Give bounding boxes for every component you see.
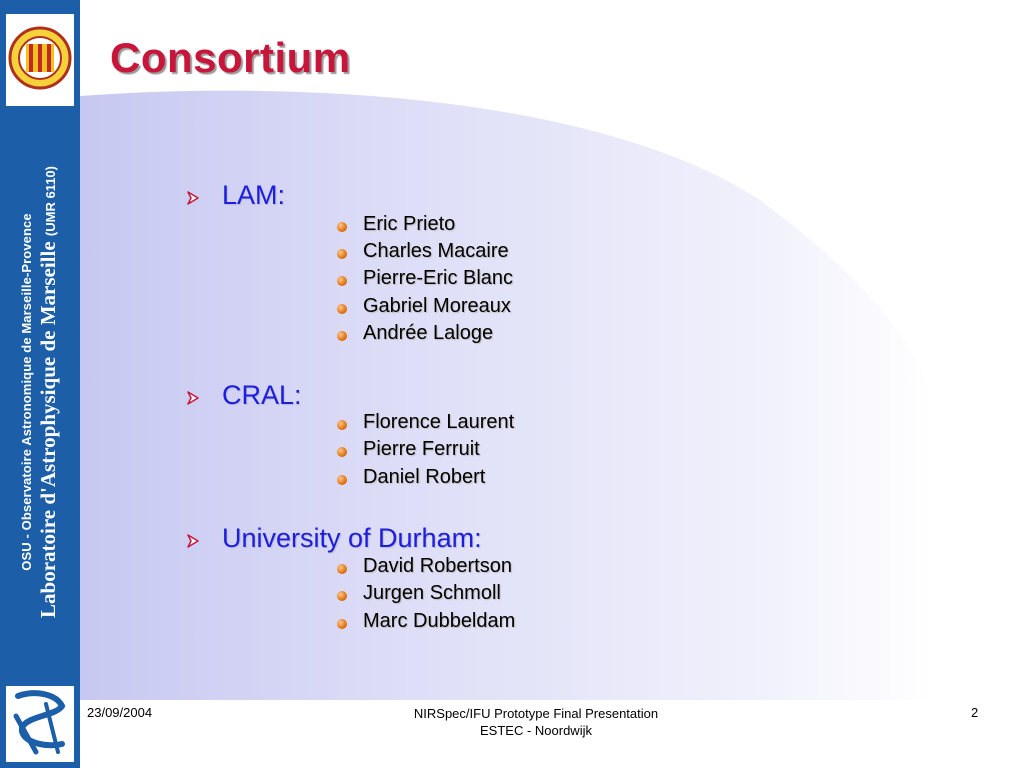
footer-presentation-title: NIRSpec/IFU Prototype Final Presentation	[413, 706, 659, 721]
slide-title: Consortium	[110, 34, 351, 81]
orange-dot-icon	[337, 591, 347, 601]
orange-dot-icon	[337, 276, 347, 286]
observatoire-line: OSU - Observatoire Astronomique de Marse…	[19, 213, 34, 571]
page-number: 2	[971, 705, 979, 720]
cnrs-logo	[6, 686, 74, 762]
group-heading-lam: LAM:	[222, 180, 286, 210]
lab-name-vertical: OSU - Observatoire Astronomique de Marse…	[19, 166, 61, 618]
cnrs-icon	[13, 690, 66, 755]
arrow-bullet-icon	[187, 191, 199, 205]
member-item: Charles Macaire	[363, 240, 509, 262]
member-item: Florence Laurent	[363, 411, 515, 433]
orange-dot-icon	[337, 619, 347, 629]
orange-dot-icon	[337, 420, 347, 430]
laboratoire-text: Laboratoire d'Astrophysique de Marseille	[36, 241, 60, 618]
orange-dot-icon	[337, 304, 347, 314]
orange-dot-icon	[337, 475, 347, 485]
member-item: Daniel Robert	[363, 466, 486, 488]
orange-dot-icon	[337, 249, 347, 259]
member-item: Gabriel Moreaux	[363, 295, 511, 317]
member-item: Jurgen Schmoll	[363, 582, 501, 604]
provence-seal-icon	[8, 26, 72, 90]
universite-provence-logo	[6, 14, 74, 106]
arrow-bullet-icon	[187, 391, 199, 405]
orange-dot-icon	[337, 222, 347, 232]
member-item: Marc Dubbeldam	[363, 610, 516, 632]
footer-presentation-info: NIRSpec/IFU Prototype Final Presentation…	[414, 705, 658, 739]
orange-dot-icon	[337, 331, 347, 341]
member-item: Pierre-Eric Blanc	[363, 267, 514, 289]
group-heading-cral: CRAL:	[222, 380, 302, 410]
member-item: Eric Prieto	[363, 213, 456, 235]
member-item: Pierre Ferruit	[363, 438, 480, 460]
orange-dot-icon	[337, 447, 347, 457]
sidebar-banner: OSU - Observatoire Astronomique de Marse…	[0, 0, 80, 768]
umr-label: (UMR 6110)	[43, 166, 58, 237]
member-item: Andrée Laloge	[363, 322, 494, 344]
laboratoire-line: Laboratoire d'Astrophysique de Marseille…	[36, 166, 61, 618]
group-heading-durham: University of Durham:	[222, 523, 482, 553]
member-item: David Robertson	[363, 555, 512, 577]
orange-dot-icon	[337, 564, 347, 574]
footer-location: ESTEC - Noordwijk	[480, 723, 592, 738]
footer-date: 23/09/2004	[87, 705, 153, 720]
arrow-bullet-icon	[187, 534, 199, 548]
